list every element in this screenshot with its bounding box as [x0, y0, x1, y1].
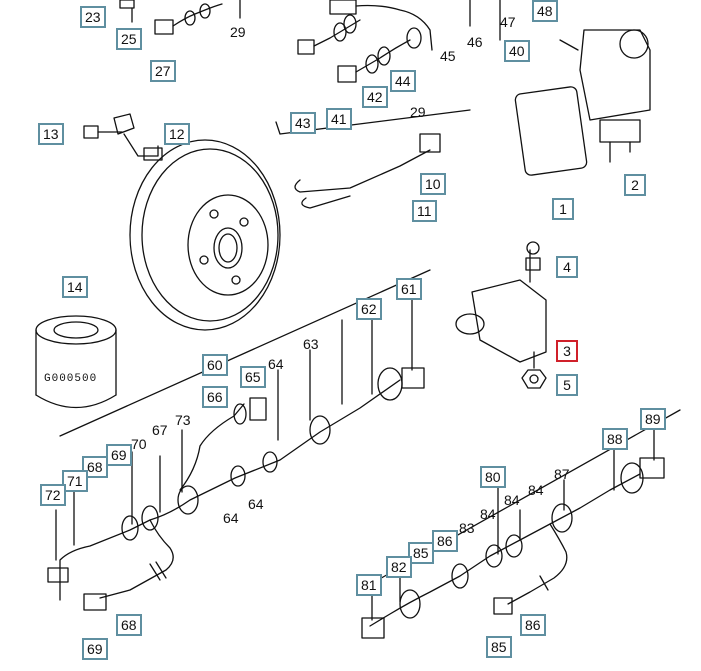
- callout-11[interactable]: 11: [412, 200, 437, 222]
- callout-2[interactable]: 2: [624, 174, 646, 196]
- callout-3[interactable]: 3: [556, 340, 578, 362]
- callout-81[interactable]: 81: [356, 574, 382, 596]
- label-46: 46: [467, 34, 483, 50]
- label-64b: 64: [223, 510, 239, 526]
- callout-42[interactable]: 42: [362, 86, 388, 108]
- label-87: 87: [554, 466, 570, 482]
- label-84a: 84: [504, 492, 520, 508]
- callout-27[interactable]: 27: [150, 60, 176, 82]
- label-84b: 84: [528, 482, 544, 498]
- part-number-stamp: G000500: [44, 373, 98, 385]
- callout-13[interactable]: 13: [38, 123, 64, 145]
- callout-89[interactable]: 89: [640, 408, 666, 430]
- callout-10[interactable]: 10: [420, 173, 446, 195]
- callout-72[interactable]: 72: [40, 484, 66, 506]
- callout-71[interactable]: 71: [62, 470, 88, 492]
- callout-62[interactable]: 62: [356, 298, 382, 320]
- filter-cartridge: [35, 315, 117, 345]
- label-47: 47: [500, 14, 516, 30]
- callout-69[interactable]: 69: [106, 444, 132, 466]
- callout-43[interactable]: 43: [290, 112, 316, 134]
- label-29: 29: [230, 24, 246, 40]
- callout-65[interactable]: 65: [240, 366, 266, 388]
- callout-85b[interactable]: 85: [486, 636, 512, 658]
- label-67: 67: [152, 422, 168, 438]
- callout-41[interactable]: 41: [326, 108, 352, 130]
- label-45: 45: [440, 48, 456, 64]
- callout-82[interactable]: 82: [386, 556, 412, 578]
- callout-1[interactable]: 1: [552, 198, 574, 220]
- callout-14[interactable]: 14: [62, 276, 88, 298]
- callout-86b[interactable]: 86: [520, 614, 546, 636]
- callout-88[interactable]: 88: [602, 428, 628, 450]
- label-83: 83: [459, 520, 475, 536]
- callout-86[interactable]: 86: [432, 530, 458, 552]
- brake-disc: [129, 139, 281, 331]
- callout-61[interactable]: 61: [396, 278, 422, 300]
- callout-60[interactable]: 60: [202, 354, 228, 376]
- control-module: [514, 86, 588, 176]
- callout-85[interactable]: 85: [408, 542, 434, 564]
- callout-12[interactable]: 12: [164, 123, 190, 145]
- callout-80[interactable]: 80: [480, 466, 506, 488]
- label-64c: 64: [248, 496, 264, 512]
- callout-5[interactable]: 5: [556, 374, 578, 396]
- label-70: 70: [131, 436, 147, 452]
- callout-69b[interactable]: 69: [82, 638, 108, 660]
- callout-66[interactable]: 66: [202, 386, 228, 408]
- label-64a: 64: [268, 356, 284, 372]
- label-73: 73: [175, 412, 191, 428]
- label-63: 63: [303, 336, 319, 352]
- callout-68[interactable]: 68: [82, 456, 108, 478]
- callout-68b[interactable]: 68: [116, 614, 142, 636]
- label-84c: 84: [480, 506, 496, 522]
- connector-plug: [154, 19, 174, 35]
- connector-plug: [119, 0, 135, 9]
- callout-40[interactable]: 40: [504, 40, 530, 62]
- callout-4[interactable]: 4: [556, 256, 578, 278]
- callout-23[interactable]: 23: [80, 6, 106, 28]
- label-29b: 29: [410, 104, 426, 120]
- callout-48[interactable]: 48: [532, 0, 558, 22]
- callout-25[interactable]: 25: [116, 28, 142, 50]
- callout-44[interactable]: 44: [390, 70, 416, 92]
